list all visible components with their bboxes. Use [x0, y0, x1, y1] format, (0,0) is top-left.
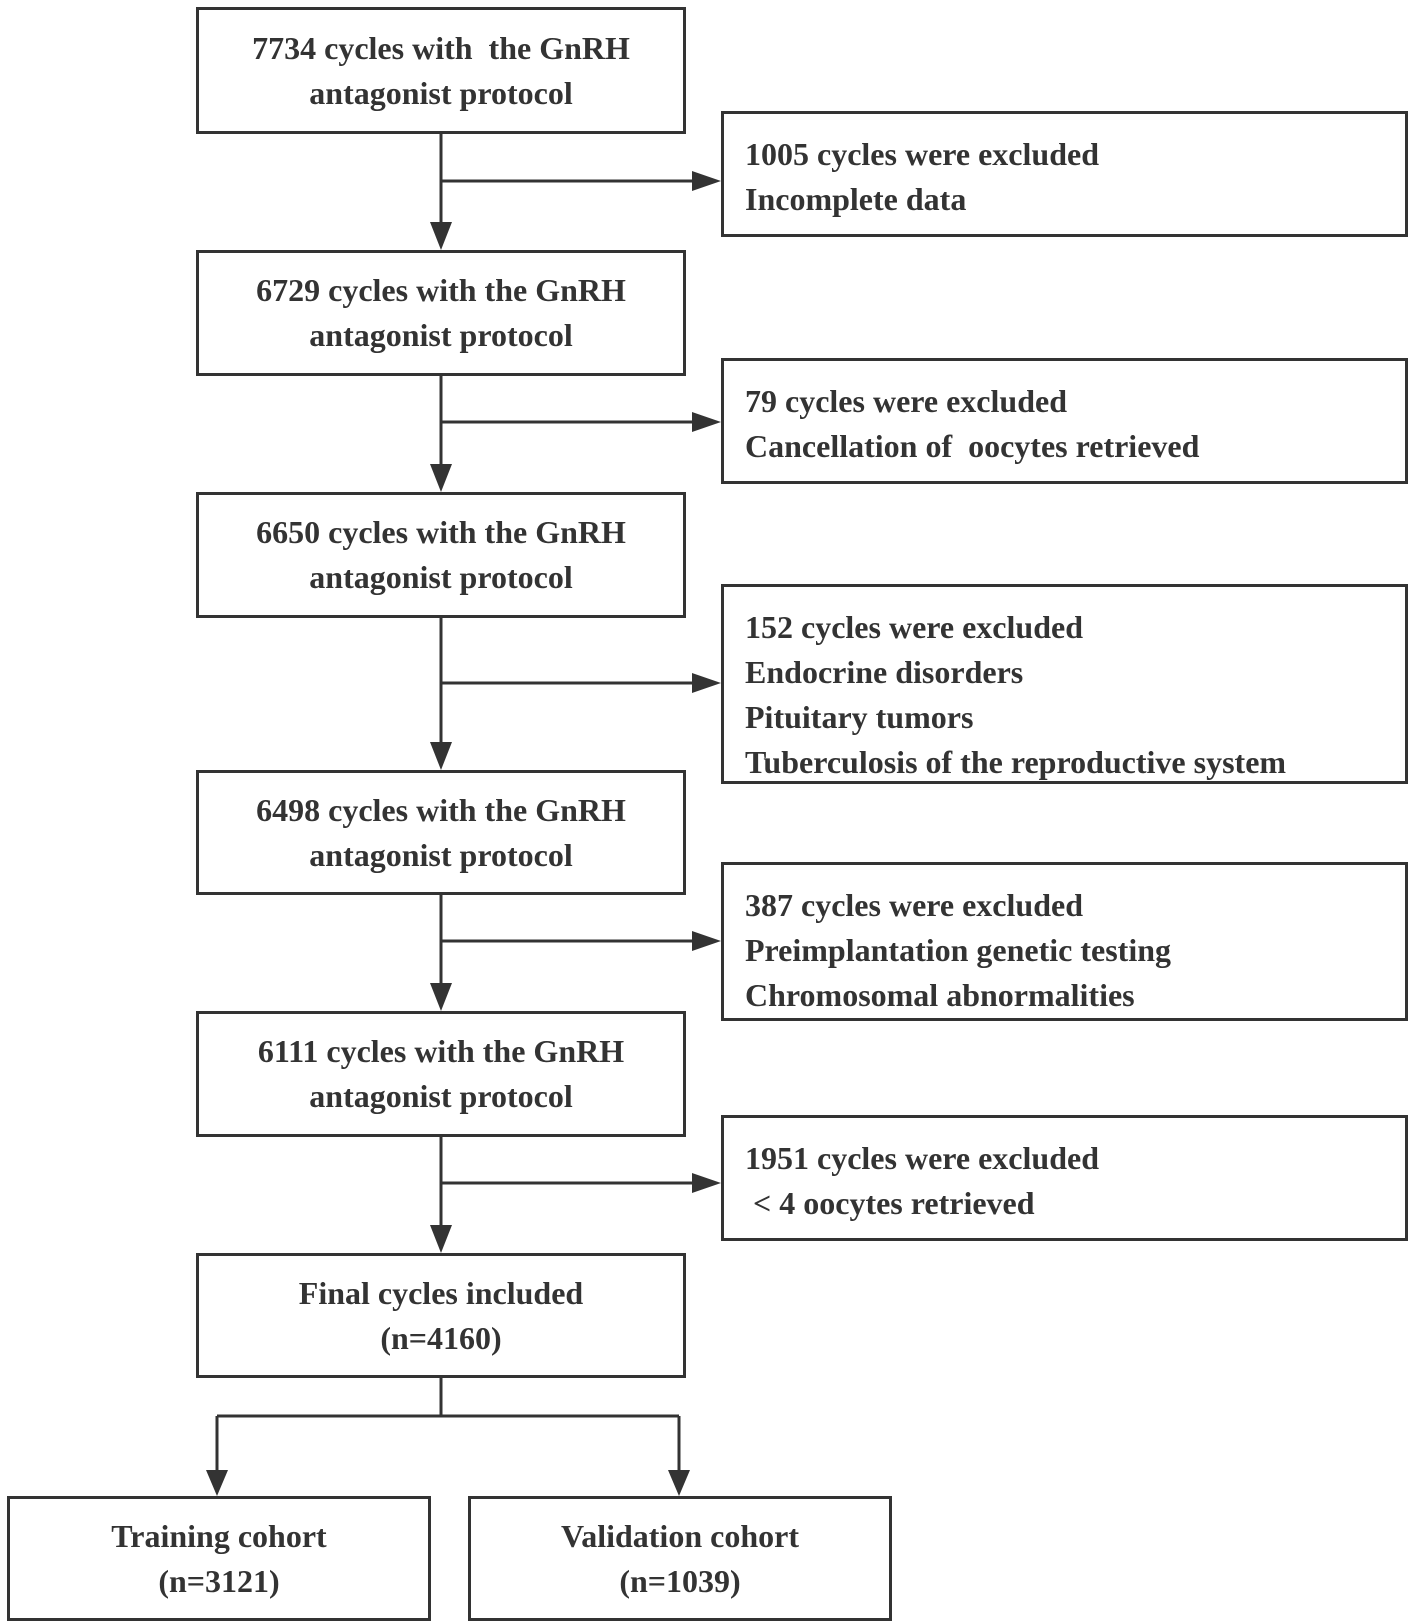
exclusion-box-1005: 1005 cycles were excluded Incomplete dat… — [721, 111, 1408, 237]
box-line: (n=4160) — [380, 1319, 502, 1356]
box-line: 79 cycles were excluded — [745, 383, 1067, 419]
arrowhead — [668, 1470, 690, 1496]
box-line: 6498 cycles with the GnRH — [256, 791, 626, 828]
box-line: antagonist protocol — [309, 1078, 573, 1114]
box-line: 1005 cycles were excluded — [745, 136, 1099, 172]
training-cohort-box: Training cohort (n=3121) — [7, 1496, 431, 1621]
box-line: antagonist protocol — [309, 74, 573, 111]
exclusion-box-387: 387 cycles were excluded Preimplantation… — [721, 862, 1408, 1021]
arrowhead — [206, 1470, 228, 1496]
box-line: Pituitary tumors — [745, 699, 974, 735]
main-box-6729: 6729 cycles with the GnRH antagonist pro… — [196, 250, 686, 376]
arrowhead — [692, 1173, 721, 1193]
box-line: antagonist protocol — [309, 317, 573, 353]
box-line: Final cycles included — [298, 1274, 584, 1311]
arrowhead — [430, 742, 452, 770]
arrowhead — [430, 464, 452, 492]
exclusion-box-1951: 1951 cycles were excluded < 4 oocytes re… — [721, 1115, 1408, 1241]
arrowhead — [430, 1225, 452, 1253]
main-box-6498: 6498 cycles with the GnRH antagonist pro… — [196, 770, 686, 895]
box-line: 1951 cycles were excluded — [745, 1140, 1099, 1176]
box-line: antagonist protocol — [309, 559, 573, 595]
arrowhead — [692, 931, 721, 951]
box-line: 6729 cycles with the GnRH — [256, 272, 626, 308]
box-line: (n=1039) — [619, 1562, 741, 1599]
box-line: Preimplantation genetic testing — [745, 932, 1172, 968]
box-line: antagonist protocol — [309, 836, 573, 873]
exclusion-box-79: 79 cycles were excluded Cancellation of … — [721, 358, 1408, 484]
cohort-split — [206, 1376, 690, 1496]
arrowhead — [692, 412, 721, 432]
arrowhead — [430, 222, 452, 250]
arrowhead — [430, 983, 452, 1011]
validation-cohort-box: Validation cohort (n=1039) — [468, 1496, 892, 1621]
box-line: 6111 cycles with the GnRH — [257, 1033, 625, 1069]
exclusion-arrows — [441, 171, 721, 1193]
final-cycles-box: Final cycles included (n=4160) — [196, 1253, 686, 1378]
box-line: Incomplete data — [745, 181, 967, 217]
exclusion-box-152: 152 cycles were excluded Endocrine disor… — [721, 584, 1408, 784]
box-line: 152 cycles were excluded — [745, 609, 1083, 645]
arrowhead — [692, 673, 721, 693]
arrowhead — [692, 171, 721, 191]
box-line: 387 cycles were excluded — [745, 887, 1083, 923]
box-line: Validation cohort — [561, 1517, 799, 1554]
box-line: (n=3121) — [158, 1562, 280, 1599]
box-line: 7734 cycles with the GnRH — [252, 29, 630, 66]
main-box-6650: 6650 cycles with the GnRH antagonist pro… — [196, 492, 686, 618]
box-line: Endocrine disorders — [745, 654, 1024, 690]
box-line: < 4 oocytes retrieved — [745, 1185, 1035, 1221]
box-line: Tuberculosis of the reproductive system — [745, 744, 1287, 780]
main-box-7734: 7734 cycles with the GnRH antagonist pro… — [196, 7, 686, 134]
box-line: Chromosomal abnormalities — [745, 977, 1135, 1013]
main-box-6111: 6111 cycles with the GnRH antagonist pro… — [196, 1011, 686, 1137]
box-line: Cancellation of oocytes retrieved — [745, 428, 1200, 464]
box-line: Training cohort — [111, 1517, 327, 1554]
box-line: 6650 cycles with the GnRH — [256, 514, 626, 550]
